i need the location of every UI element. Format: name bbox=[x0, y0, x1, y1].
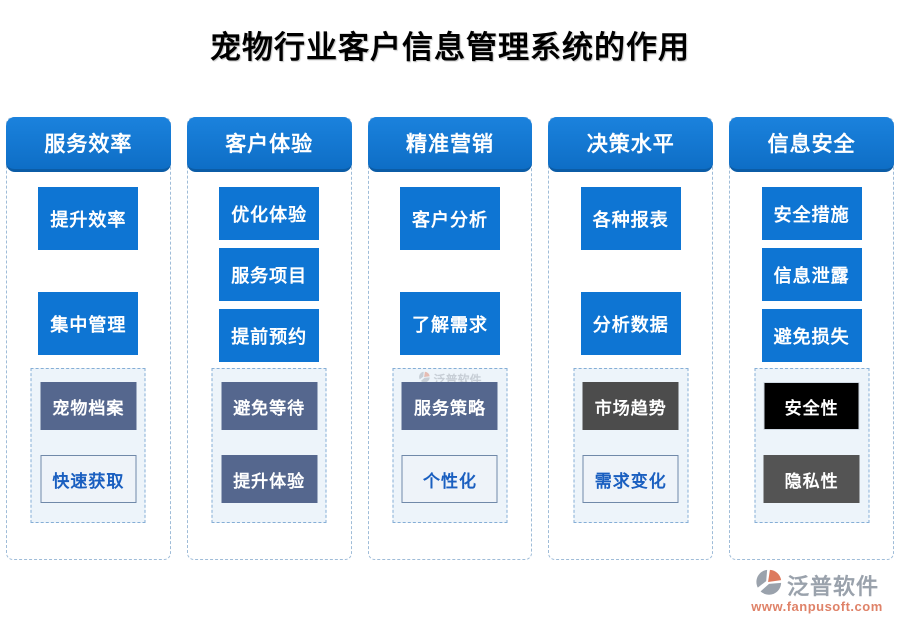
item-box: 集中管理 bbox=[38, 292, 139, 355]
item-box: 优化体验 bbox=[219, 187, 320, 240]
page-title: 宠物行业客户信息管理系统的作用 bbox=[210, 30, 690, 65]
item-box: 服务项目 bbox=[219, 248, 320, 301]
columns-container: 服务效率 提升效率 集中管理 宠物档案 快速获取 客户体验 优化体验 服务项目 … bbox=[6, 117, 894, 560]
item-box: 了解需求 bbox=[399, 292, 500, 355]
sub-item-box: 市场趋势 bbox=[582, 382, 679, 430]
item-box: 客户分析 bbox=[399, 187, 500, 250]
column-header: 服务效率 bbox=[6, 117, 171, 172]
sub-panel: 市场趋势 需求变化 bbox=[573, 368, 689, 523]
brand-row: 泛普软件 bbox=[755, 568, 879, 601]
item-box: 提升效率 bbox=[38, 187, 139, 250]
sub-item-box: 个性化 bbox=[401, 455, 498, 503]
item-box: 分析数据 bbox=[580, 292, 681, 355]
column-precision-marketing: 精准营销 客户分析 了解需求 泛普软件 服务策略 个性化 bbox=[367, 117, 533, 560]
sub-panel: 安全性 隐私性 bbox=[754, 368, 870, 523]
column-decision-level: 决策水平 各种报表 分析数据 市场趋势 需求变化 bbox=[548, 117, 714, 560]
brand-name: 泛普软件 bbox=[786, 573, 879, 599]
sub-item-box: 安全性 bbox=[763, 382, 860, 430]
sub-panel: 泛普软件 服务策略 个性化 bbox=[392, 368, 508, 523]
column-body: 客户分析 了解需求 bbox=[369, 183, 532, 363]
brand-url: www.fanpusoft.com bbox=[751, 599, 883, 614]
column-customer-experience: 客户体验 优化体验 服务项目 提前预约 避免等待 提升体验 bbox=[186, 117, 352, 560]
item-box: 各种报表 bbox=[580, 187, 681, 250]
column-header: 决策水平 bbox=[548, 117, 714, 172]
sub-item-box: 快速获取 bbox=[40, 455, 137, 503]
item-box: 信息泄露 bbox=[761, 248, 862, 301]
column-header: 客户体验 bbox=[186, 117, 352, 172]
fanpu-logo-icon bbox=[418, 370, 430, 388]
sub-item-box: 宠物档案 bbox=[40, 382, 137, 430]
column-body: 安全措施 信息泄露 避免损失 bbox=[730, 183, 893, 363]
fanpu-logo-icon bbox=[755, 568, 783, 601]
item-box: 提前预约 bbox=[219, 309, 320, 362]
column-service-efficiency: 服务效率 提升效率 集中管理 宠物档案 快速获取 bbox=[6, 117, 171, 560]
sub-panel: 避免等待 提升体验 bbox=[211, 368, 327, 523]
column-body: 优化体验 服务项目 提前预约 bbox=[188, 183, 351, 363]
item-box: 避免损失 bbox=[761, 309, 862, 362]
column-header: 信息安全 bbox=[729, 117, 894, 172]
sub-item-box: 避免等待 bbox=[221, 382, 318, 430]
column-body: 各种报表 分析数据 bbox=[549, 183, 712, 363]
column-body: 提升效率 集中管理 bbox=[7, 183, 170, 363]
sub-panel: 宠物档案 快速获取 bbox=[30, 368, 146, 523]
sub-item-box: 提升体验 bbox=[221, 455, 318, 503]
sub-item-box: 需求变化 bbox=[582, 455, 679, 503]
item-box: 安全措施 bbox=[761, 187, 862, 240]
column-header: 精准营销 bbox=[367, 117, 533, 172]
column-information-security: 信息安全 安全措施 信息泄露 避免损失 安全性 隐私性 bbox=[729, 117, 894, 560]
sub-item-box: 服务策略 bbox=[401, 382, 498, 430]
sub-item-box: 隐私性 bbox=[763, 455, 860, 503]
footer-brand: 泛普软件 www.fanpusoft.com bbox=[742, 568, 892, 614]
